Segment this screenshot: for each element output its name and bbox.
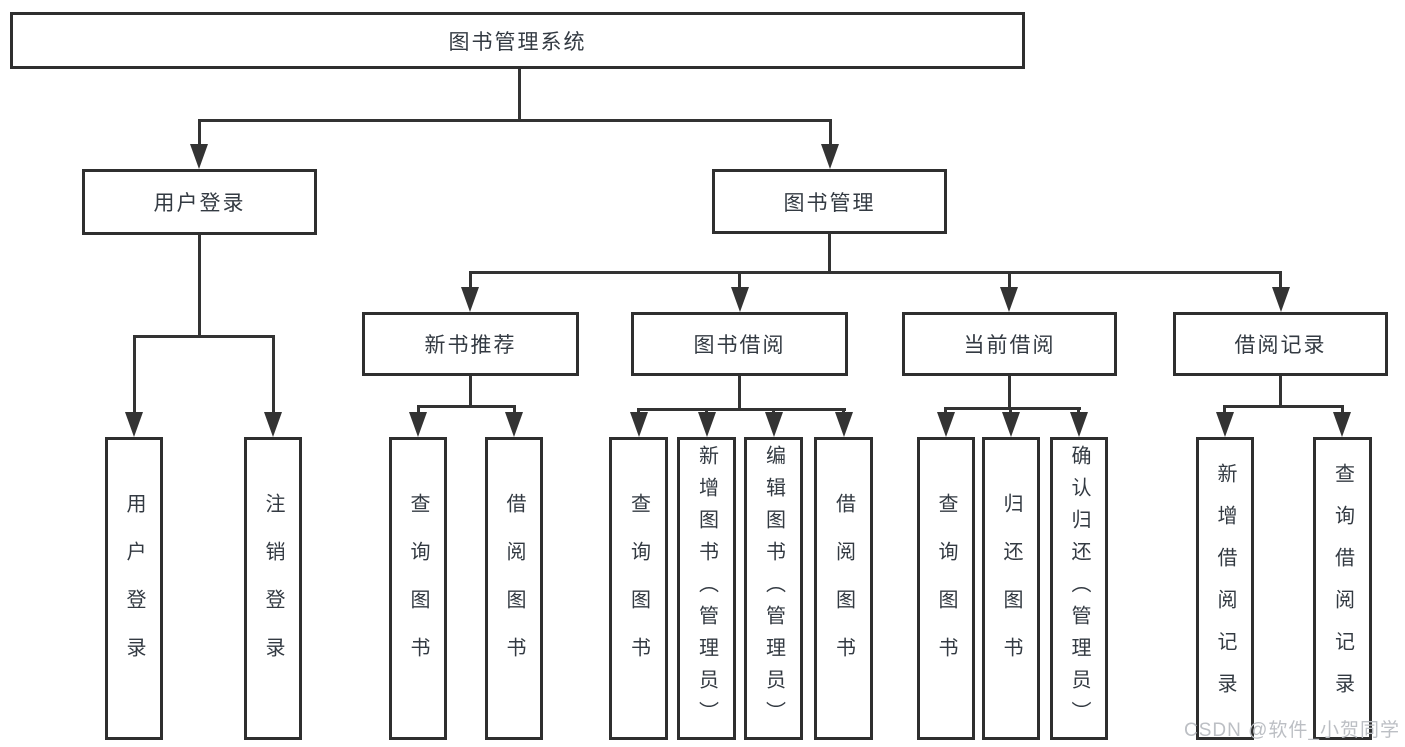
connector-drop-user-login — [198, 119, 201, 149]
connector-drop — [1341, 405, 1344, 415]
connector-book-borrow-bar — [637, 408, 846, 411]
arrowhead-user-login — [190, 144, 208, 169]
arrowhead-query-books-recommend — [409, 412, 427, 437]
arrowhead-add-borrow-record — [1216, 412, 1234, 437]
connector-borrow-records-stem — [1279, 376, 1282, 407]
node-new-book-recommend: 新书推荐 — [362, 312, 579, 376]
leaf-logout: 注销登录 — [244, 437, 302, 740]
connector-book-management-bar — [469, 271, 1282, 274]
node-book-borrow: 图书借阅 — [631, 312, 848, 376]
leaf-add-borrow-record: 新增借阅记录 — [1196, 437, 1254, 740]
connector-drop-book-borrow — [738, 271, 741, 291]
connector-borrow-records-bar — [1223, 405, 1344, 408]
arrowhead-book-borrow — [731, 287, 749, 312]
leaf-query-borrow-record: 查询借阅记录 — [1313, 437, 1372, 740]
arrowhead-add-book — [698, 412, 716, 437]
connector-user-login-stem — [198, 235, 201, 337]
leaf-add-borrow-record-label: 新增借阅记录 — [1214, 462, 1236, 715]
node-book-management-label: 图书管理 — [783, 191, 876, 215]
connector-drop — [705, 408, 708, 415]
leaf-return-book-label: 归还图书 — [1000, 492, 1022, 685]
connector-drop — [637, 408, 640, 415]
leaf-user-login: 用户登录 — [105, 437, 163, 740]
node-book-management: 图书管理 — [712, 169, 947, 234]
watermark-text: CSDN @软件_小贺同学 — [1184, 720, 1400, 741]
leaf-borrow-books: 借阅图书 — [814, 437, 873, 740]
connector-drop — [944, 407, 947, 415]
connector-drop-borrow-records — [1279, 271, 1282, 291]
connector-drop — [1077, 407, 1080, 415]
connector-drop-leaf-logout — [272, 335, 275, 415]
node-new-book-recommend-label: 新书推荐 — [424, 334, 517, 357]
arrowhead-book-management — [821, 144, 839, 169]
connector-drop — [513, 405, 516, 415]
leaf-return-book: 归还图书 — [982, 437, 1040, 740]
connector-drop-new-book — [469, 271, 472, 291]
connector-drop-book-management — [829, 119, 832, 149]
connector-root-bar — [198, 119, 832, 122]
leaf-borrow-books-recommend: 借阅图书 — [485, 437, 543, 740]
arrowhead-edit-book — [765, 412, 783, 437]
leaf-borrow-books-label: 借阅图书 — [832, 492, 855, 685]
leaf-borrow-books-recommend-label: 借阅图书 — [503, 492, 525, 685]
node-borrow-records-label: 借阅记录 — [1234, 334, 1327, 357]
node-root-label: 图书管理系统 — [448, 30, 587, 54]
node-current-borrow: 当前借阅 — [902, 312, 1117, 376]
leaf-user-login-label: 用户登录 — [123, 492, 145, 685]
arrowhead-borrow-books — [835, 412, 853, 437]
node-user-login: 用户登录 — [82, 169, 317, 235]
leaf-query-books-recommend-label: 查询图书 — [407, 492, 429, 685]
connector-drop — [842, 408, 845, 415]
arrowhead-query-borrow-record — [1333, 412, 1351, 437]
connector-drop — [417, 405, 420, 415]
arrowhead-borrow-records — [1272, 287, 1290, 312]
arrowhead-return-book — [1002, 412, 1020, 437]
connector-book-borrow-stem — [738, 376, 741, 410]
leaf-query-books-recommend: 查询图书 — [389, 437, 447, 740]
connector-current-borrow-bar — [944, 407, 1081, 410]
arrowhead-confirm-return — [1070, 412, 1088, 437]
leaf-query-books-borrow-label: 查询图书 — [627, 492, 650, 685]
arrowhead-query-books-current — [937, 412, 955, 437]
node-borrow-records: 借阅记录 — [1173, 312, 1388, 376]
connector-drop — [772, 408, 775, 415]
connector-drop-current-borrow — [1008, 271, 1011, 291]
leaf-add-book-admin: 新增图书（管理员） — [677, 437, 736, 740]
node-current-borrow-label: 当前借阅 — [963, 334, 1056, 357]
node-root-library-system: 图书管理系统 — [10, 12, 1025, 69]
connector-user-login-bar — [133, 335, 275, 338]
arrowhead-borrow-books-recommend — [505, 412, 523, 437]
arrowhead-query-books-borrow — [630, 412, 648, 437]
leaf-confirm-return-admin: 确认归还（管理员） — [1050, 437, 1108, 740]
connector-new-book-bar — [417, 405, 516, 408]
leaf-edit-book-admin-label: 编辑图书（管理员） — [762, 444, 785, 733]
connector-drop — [1223, 405, 1226, 415]
node-user-login-label: 用户登录 — [153, 192, 246, 215]
connector-book-management-stem — [828, 233, 831, 273]
leaf-add-book-admin-label: 新增图书（管理员） — [695, 444, 718, 733]
connector-root-stem — [518, 69, 521, 121]
connector-drop-leaf-user-login — [133, 335, 136, 415]
leaf-edit-book-admin: 编辑图书（管理员） — [744, 437, 803, 740]
leaf-query-books-current-label: 查询图书 — [935, 492, 957, 685]
arrowhead-new-book — [461, 287, 479, 312]
leaf-query-borrow-record-label: 查询借阅记录 — [1331, 462, 1354, 715]
connector-drop — [1009, 407, 1012, 415]
node-book-borrow-label: 图书借阅 — [693, 334, 786, 357]
leaf-query-books-borrow: 查询图书 — [609, 437, 668, 740]
leaf-logout-label: 注销登录 — [262, 492, 284, 685]
arrowhead-leaf-user-login — [125, 412, 143, 437]
connector-current-borrow-stem — [1008, 376, 1011, 409]
leaf-query-books-current: 查询图书 — [917, 437, 975, 740]
arrowhead-current-borrow — [1000, 287, 1018, 312]
connector-new-book-stem — [469, 376, 472, 407]
leaf-confirm-return-admin-label: 确认归还（管理员） — [1068, 444, 1090, 733]
arrowhead-leaf-logout — [264, 412, 282, 437]
